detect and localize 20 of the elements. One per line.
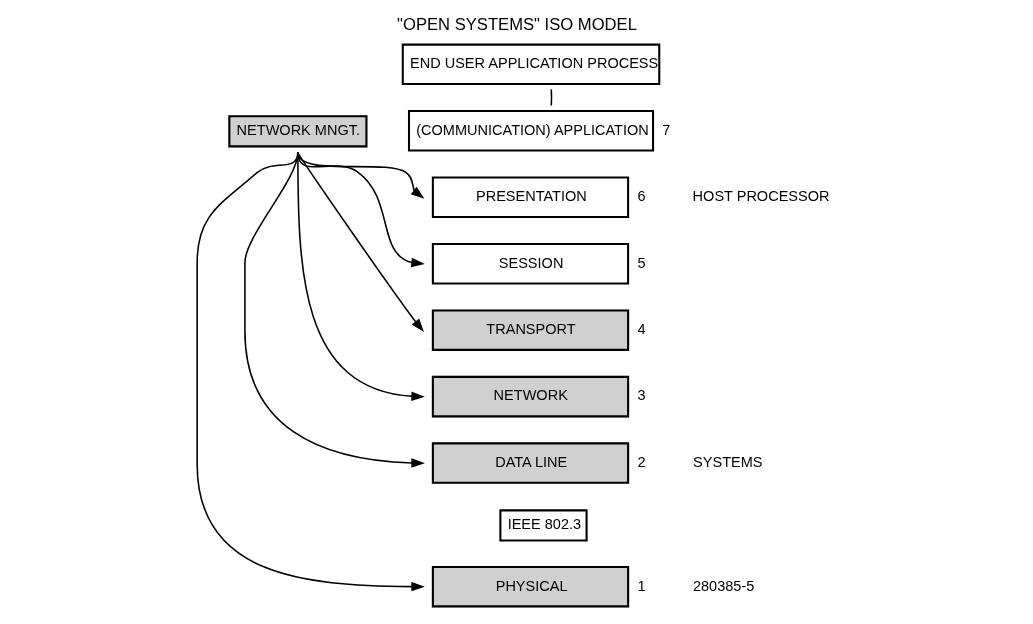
node-box: END USER APPLICATION PROCESS <box>401 43 660 86</box>
node-label: 4 <box>636 321 646 338</box>
node-label: 7 <box>661 121 670 138</box>
label: HOST PROCESSOR <box>692 188 829 205</box>
node-label: 2 <box>636 453 646 470</box>
node-box: (COMMUNICATION) APPLICATION <box>407 110 654 152</box>
arrow <box>243 151 425 468</box>
label: SYSTEMS <box>692 453 762 470</box>
arrow <box>296 151 425 402</box>
node-box: PRESENTATION <box>431 176 629 218</box>
node-box: IEEE 802.3 <box>498 509 588 542</box>
arrow <box>195 151 425 592</box>
node-label: 6 <box>636 188 646 205</box>
node-label: 1 <box>636 577 646 594</box>
arrow <box>296 151 424 332</box>
diagram-title: "OPEN SYSTEMS" ISO MODEL <box>396 14 637 34</box>
node-label: 5 <box>636 254 646 271</box>
node-box: SESSION <box>431 242 629 285</box>
node-label: 3 <box>636 387 646 404</box>
label: 280385-5 <box>692 577 754 594</box>
